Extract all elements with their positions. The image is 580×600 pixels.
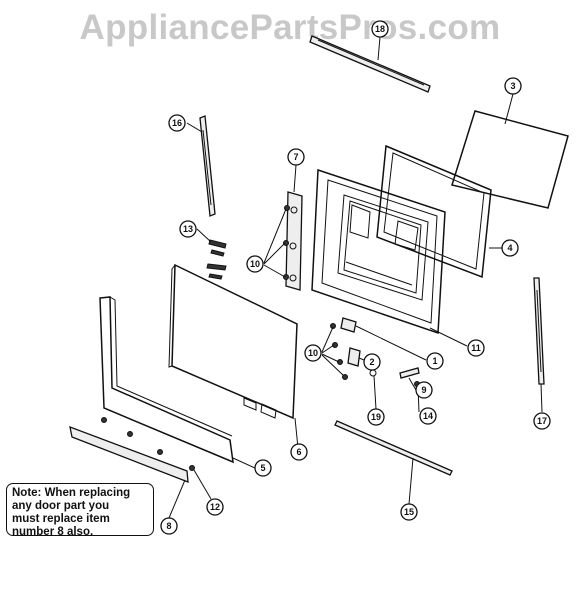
part-lower-frame <box>99 296 234 464</box>
callout-4: 4 <box>501 239 519 257</box>
note-line-1: Note: When replacing <box>12 487 131 499</box>
part-kick-strip <box>69 425 189 483</box>
callout-16: 16 <box>168 114 186 132</box>
callout-2-label: 2 <box>369 357 374 367</box>
callout-8: 8 <box>160 517 178 535</box>
callout-7-label: 7 <box>293 152 298 162</box>
callout-17-label: 17 <box>537 416 547 426</box>
callout-13: 13 <box>179 220 197 238</box>
part-left-side-strip <box>199 115 216 217</box>
part-hinge-fasteners <box>283 205 348 380</box>
callout-1-label: 1 <box>432 356 437 366</box>
note-line-4: number 8 also. <box>12 526 94 538</box>
part-glass-panel <box>451 110 569 209</box>
note-line-3: must replace item <box>12 513 110 525</box>
callout-10b-label: 10 <box>308 348 318 358</box>
callout-11: 11 <box>467 339 485 357</box>
callout-12-label: 12 <box>210 502 220 512</box>
part-brackets <box>340 317 361 367</box>
callout-9: 9 <box>415 381 433 399</box>
part-top-vent-strip <box>309 35 431 93</box>
callout-14: 14 <box>419 407 437 425</box>
callout-3-label: 3 <box>510 81 515 91</box>
callout-18-label: 18 <box>375 24 385 34</box>
part-inner-door-panel <box>311 168 446 335</box>
callout-10a-label: 10 <box>250 259 260 269</box>
part-outer-door-panel <box>168 263 298 420</box>
callout-19-label: 19 <box>371 412 381 422</box>
part-hinge-bracket <box>285 191 303 291</box>
callout-16-label: 16 <box>172 118 182 128</box>
callout-9-label: 9 <box>421 385 426 395</box>
callout-17: 17 <box>533 412 551 430</box>
callout-1: 1 <box>426 352 444 370</box>
callout-5-label: 5 <box>260 463 265 473</box>
part-bottom-strip <box>334 420 453 476</box>
callout-10b: 10 <box>304 344 322 362</box>
callout-13-label: 13 <box>183 224 193 234</box>
callout-15-label: 15 <box>404 507 414 517</box>
callout-7: 7 <box>287 148 305 166</box>
callout-12: 12 <box>206 498 224 516</box>
leader-lines <box>168 36 543 519</box>
callout-11-label: 11 <box>471 343 481 353</box>
callout-2: 2 <box>363 353 381 371</box>
callout-6: 6 <box>290 443 308 461</box>
callout-14-label: 14 <box>423 411 433 421</box>
callout-18: 18 <box>371 20 389 38</box>
callout-4-label: 4 <box>507 243 512 253</box>
note-line-2: any door part you <box>12 500 110 512</box>
part-bolts <box>206 239 227 280</box>
watermark-logo: AppliancePartsPros.com <box>79 8 501 47</box>
callout-10a: 10 <box>246 255 264 273</box>
replacement-note-box: Note: When replacing any door part you m… <box>6 483 154 538</box>
callout-8-label: 8 <box>166 521 171 531</box>
part-screws <box>101 417 195 471</box>
callout-19: 19 <box>367 408 385 426</box>
callout-3: 3 <box>504 77 522 95</box>
callout-15: 15 <box>400 503 418 521</box>
part-right-side-strip <box>533 277 545 385</box>
callout-5: 5 <box>254 459 272 477</box>
callout-6-label: 6 <box>296 447 301 457</box>
